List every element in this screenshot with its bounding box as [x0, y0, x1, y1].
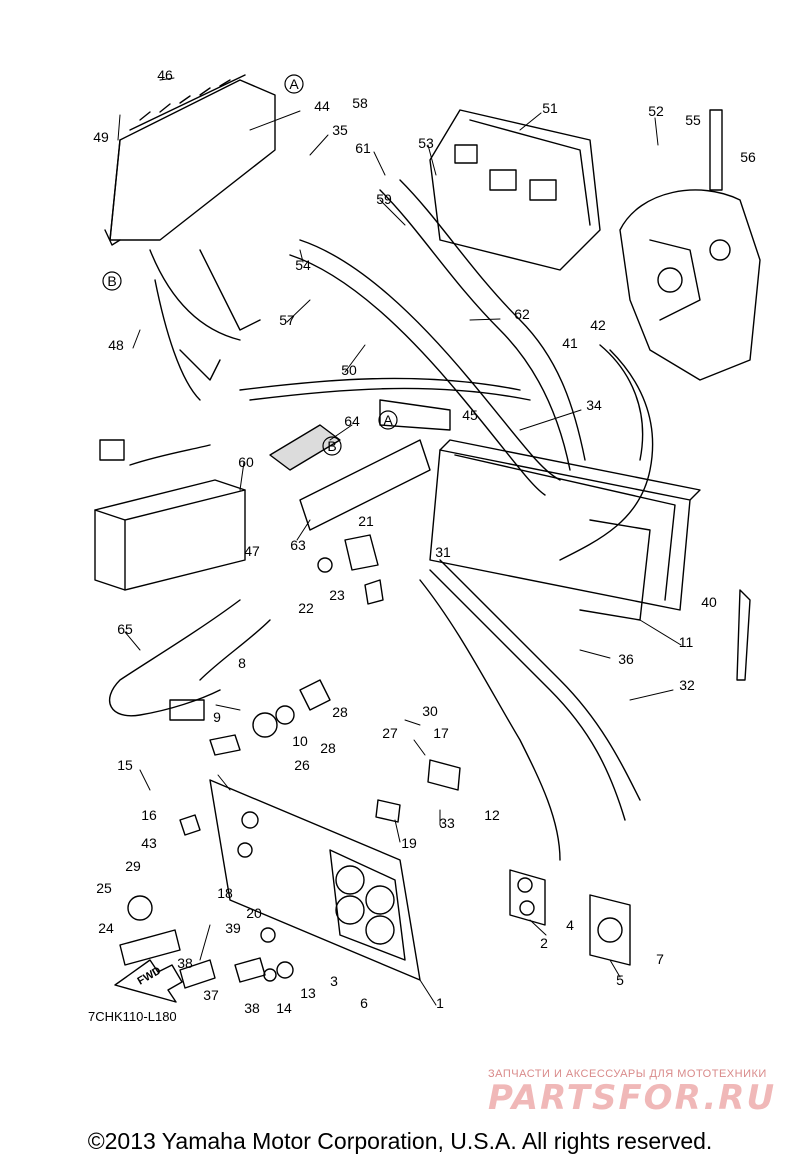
callout-number: 24: [98, 920, 114, 936]
callout-number: 22: [298, 600, 314, 616]
watermark-tagline: ЗАПЧАСТИ И АКСЕССУАРЫ ДЛЯ МОТОТЕХНИКИ: [488, 1068, 767, 1080]
callout-number: 57: [279, 312, 295, 328]
callout-number: 46: [157, 67, 173, 83]
callout-number: 31: [435, 544, 451, 560]
callout-number: 44: [314, 98, 330, 114]
callout-number: 26: [294, 757, 310, 773]
callout-number: 36: [618, 651, 634, 667]
callout-number: 25: [96, 880, 112, 896]
callout-number: 47: [244, 543, 260, 559]
callout-number: B: [107, 273, 116, 289]
callout-number: 34: [586, 397, 602, 413]
callout-number: 41: [562, 335, 578, 351]
copyright-notice: ©2013 Yamaha Motor Corporation, U.S.A. A…: [87, 1128, 713, 1154]
callout-number: 2: [540, 935, 548, 951]
cable-tie: [736, 589, 751, 681]
callout-number: 28: [320, 740, 336, 756]
callout-number: 35: [332, 122, 348, 138]
callout-number: 29: [125, 858, 141, 874]
callout-number: 6: [360, 995, 368, 1011]
heat-shield-plates: [269, 399, 451, 531]
callout-circle: [102, 271, 122, 291]
callout-number: A: [383, 412, 393, 428]
leader-lines: [117, 77, 682, 1006]
callout-number: 50: [341, 362, 357, 378]
callout-number: 18: [217, 885, 233, 901]
callout-number: 5: [616, 972, 624, 988]
callout-number: 63: [290, 537, 306, 553]
callout-number: 38: [177, 955, 193, 971]
callout-number: 56: [740, 149, 756, 165]
receptacle-outlets: [509, 869, 631, 966]
callout-number: 9: [213, 709, 221, 725]
callout-number: 16: [141, 807, 157, 823]
callout-number: 13: [300, 985, 316, 1001]
control-box-frame: [429, 439, 701, 621]
front-panel: [209, 779, 421, 981]
callout-circle: [322, 436, 342, 456]
callout-circle: [378, 410, 398, 430]
callout-number: 43: [141, 835, 157, 851]
callout-number: 60: [238, 454, 254, 470]
callout-number: 65: [117, 621, 133, 637]
callout-number: 52: [648, 103, 664, 119]
callout-number: 38: [244, 1000, 260, 1016]
callout-number: 54: [295, 257, 311, 273]
callout-number: 51: [542, 100, 558, 116]
callout-number: 49: [93, 129, 109, 145]
callout-number: 39: [225, 920, 241, 936]
callout-number: 19: [401, 835, 417, 851]
callout-number: 20: [246, 905, 262, 921]
callout-number: B: [327, 438, 336, 454]
callout-number: 59: [376, 191, 392, 207]
engine-case: [619, 109, 761, 381]
callout-number: 45: [462, 407, 478, 423]
callout-number: 4: [566, 917, 574, 933]
callout-number: 11: [679, 634, 694, 650]
callout-number: 14: [276, 1000, 292, 1016]
fwd-arrow: [114, 959, 183, 1003]
callout-number: A: [289, 76, 299, 92]
callout-number: 55: [685, 112, 701, 128]
watermark-brand: PARTSFOR.RU: [488, 1078, 777, 1118]
callout-number: 15: [117, 757, 133, 773]
callout-number: 8: [238, 655, 246, 671]
callout-number: 17: [433, 725, 449, 741]
callout-number: 7: [656, 951, 664, 967]
watermark: ЗАПЧАСТИ И АКСЕССУАРЫ ДЛЯ МОТОТЕХНИКИ PA…: [488, 1068, 788, 1118]
callout-number: 3: [330, 973, 338, 989]
callout-number: 58: [352, 95, 368, 111]
callout-number: 10: [292, 733, 308, 749]
callout-number: 53: [418, 135, 434, 151]
callout-number: 28: [332, 704, 348, 720]
electrical-bracket: [429, 109, 601, 271]
callout-number: 1: [436, 995, 444, 1011]
callout-number: 30: [422, 703, 438, 719]
callout-number: 64: [344, 413, 360, 429]
callout-number: 21: [358, 513, 374, 529]
callout-number: 62: [514, 306, 530, 322]
callout-number: 33: [439, 815, 455, 831]
callout-number: 32: [679, 677, 695, 693]
callout-number: 42: [590, 317, 606, 333]
callout-number: 40: [701, 594, 717, 610]
battery: [94, 439, 246, 591]
frame-outline: [149, 249, 261, 401]
callout-circle: [284, 74, 304, 94]
callout-number: 37: [203, 987, 219, 1003]
small-components: [119, 534, 461, 989]
callout-number: 12: [484, 807, 500, 823]
inverter-unit: [104, 74, 276, 246]
callout-number: 23: [329, 587, 345, 603]
callout-number: 27: [382, 725, 398, 741]
callout-number: 48: [108, 337, 124, 353]
diagram-reference-code: 7CHK110-L180: [88, 1009, 177, 1024]
extension-cord: [109, 599, 271, 721]
callout-number: 61: [355, 140, 371, 156]
